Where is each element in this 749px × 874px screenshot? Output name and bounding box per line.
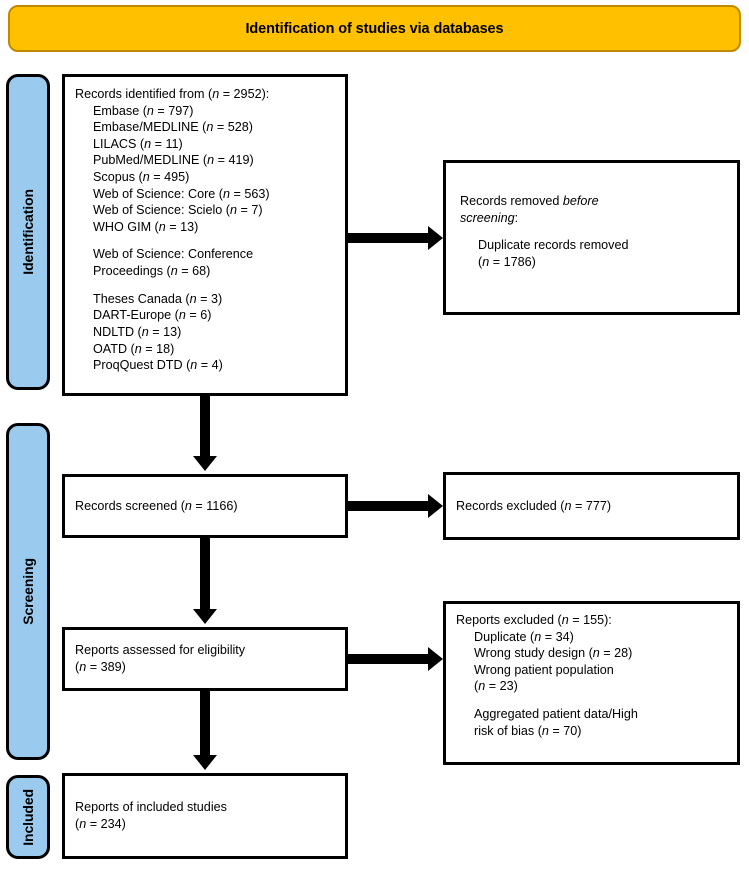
arrow-head-right-icon — [428, 226, 443, 250]
banner-title: Identification of studies via databases — [245, 20, 504, 37]
box-reports-eligibility: Reports assessed for eligibility (n = 38… — [62, 627, 348, 691]
records-excluded-text: Records excluded (n = 777) — [456, 498, 612, 513]
exclusion-reason: Aggregated patient data/High — [474, 707, 638, 722]
source-item: Embase (n = 797) — [93, 103, 194, 118]
source-item: PubMed/MEDLINE (n = 419) — [93, 153, 254, 168]
included-line2: (n = 234) — [75, 817, 126, 831]
arrow-head-down-icon — [193, 609, 217, 624]
conference-line: Web of Science: Conference — [93, 247, 254, 262]
records-removed-heading-before: before — [562, 194, 599, 208]
group-spacer — [75, 280, 335, 291]
source-item: Web of Science: Core (n = 563) — [93, 186, 270, 201]
arrow-shaft — [200, 396, 210, 459]
reports-excluded-heading: Reports excluded (n = 155): — [456, 613, 612, 627]
thesis-item: Theses Canada (n = 3) — [93, 291, 223, 306]
stage-label-screening: Screening — [6, 423, 50, 760]
arrow-head-right-icon — [428, 647, 443, 671]
exclusion-reason-count: (n = 23) — [474, 679, 518, 694]
source-item: WHO GIM (n = 13) — [93, 219, 199, 234]
group-spacer — [75, 235, 335, 246]
box-reports-included: Reports of included studies (n = 234) — [62, 773, 348, 859]
arrow-head-down-icon — [193, 456, 217, 471]
arrow-shaft — [200, 691, 210, 758]
eligibility-line1: Reports assessed for eligibility — [75, 643, 246, 658]
exclusion-reason: Duplicate (n = 34) — [474, 629, 574, 644]
exclusion-reason: Wrong patient population — [474, 662, 614, 677]
records-identified-heading: Records identified from (n = 2952): — [75, 87, 270, 101]
source-item: LILACS (n = 11) — [93, 136, 183, 151]
records-removed-heading-part1: Records removed — [460, 194, 563, 208]
conference-line: Proceedings (n = 68) — [93, 264, 211, 279]
arrow-shaft — [348, 654, 429, 664]
group-spacer — [456, 695, 727, 706]
arrow-shaft — [348, 501, 429, 511]
records-removed-heading-line2: screening: — [460, 210, 723, 227]
thesis-item: NDLTD (n = 13) — [93, 324, 182, 339]
source-item: Embase/MEDLINE (n = 528) — [93, 120, 253, 135]
included-line1: Reports of included studies — [75, 800, 227, 815]
removed-item-line: Duplicate records removed — [478, 238, 629, 253]
box-records-identified: Records identified from (n = 2952): Emba… — [62, 74, 348, 396]
stage-identification-text: Identification — [20, 189, 36, 275]
arrow-shaft — [200, 538, 210, 612]
removed-item-count: (n = 1786) — [478, 254, 536, 269]
box-reports-excluded: Reports excluded (n = 155): Duplicate (n… — [443, 601, 740, 765]
thesis-item: OATD (n = 18) — [93, 341, 175, 356]
thesis-item: ProqQuest DTD (n = 4) — [93, 358, 223, 373]
records-removed-heading-colon: : — [514, 210, 519, 225]
box-records-screened: Records screened (n = 1166) — [62, 474, 348, 538]
stage-included-text: Included — [20, 788, 36, 846]
box-records-excluded: Records excluded (n = 777) — [443, 472, 740, 540]
group-spacer — [460, 226, 723, 237]
stage-label-included: Included — [6, 775, 50, 859]
records-screened-text: Records screened (n = 1166) — [75, 498, 238, 513]
records-removed-heading-screening: screening — [460, 210, 515, 225]
stage-label-identification: Identification — [6, 74, 50, 390]
arrow-head-right-icon — [428, 494, 443, 518]
arrow-head-down-icon — [193, 755, 217, 770]
arrow-shaft — [348, 233, 429, 243]
thesis-item: DART-Europe (n = 6) — [93, 308, 212, 323]
source-item: Scopus (n = 495) — [93, 170, 190, 185]
source-item: Web of Science: Scielo (n = 7) — [93, 203, 263, 218]
records-removed-heading: Records removed before — [460, 193, 723, 210]
eligibility-line2: (n = 389) — [75, 660, 126, 674]
box-records-removed: Records removed before screening: Duplic… — [443, 160, 740, 315]
exclusion-reason: Wrong study design (n = 28) — [474, 646, 633, 661]
exclusion-reason-count: risk of bias (n = 70) — [474, 723, 582, 738]
identification-banner: Identification of studies via databases — [8, 5, 741, 52]
stage-screening-text: Screening — [20, 558, 36, 625]
